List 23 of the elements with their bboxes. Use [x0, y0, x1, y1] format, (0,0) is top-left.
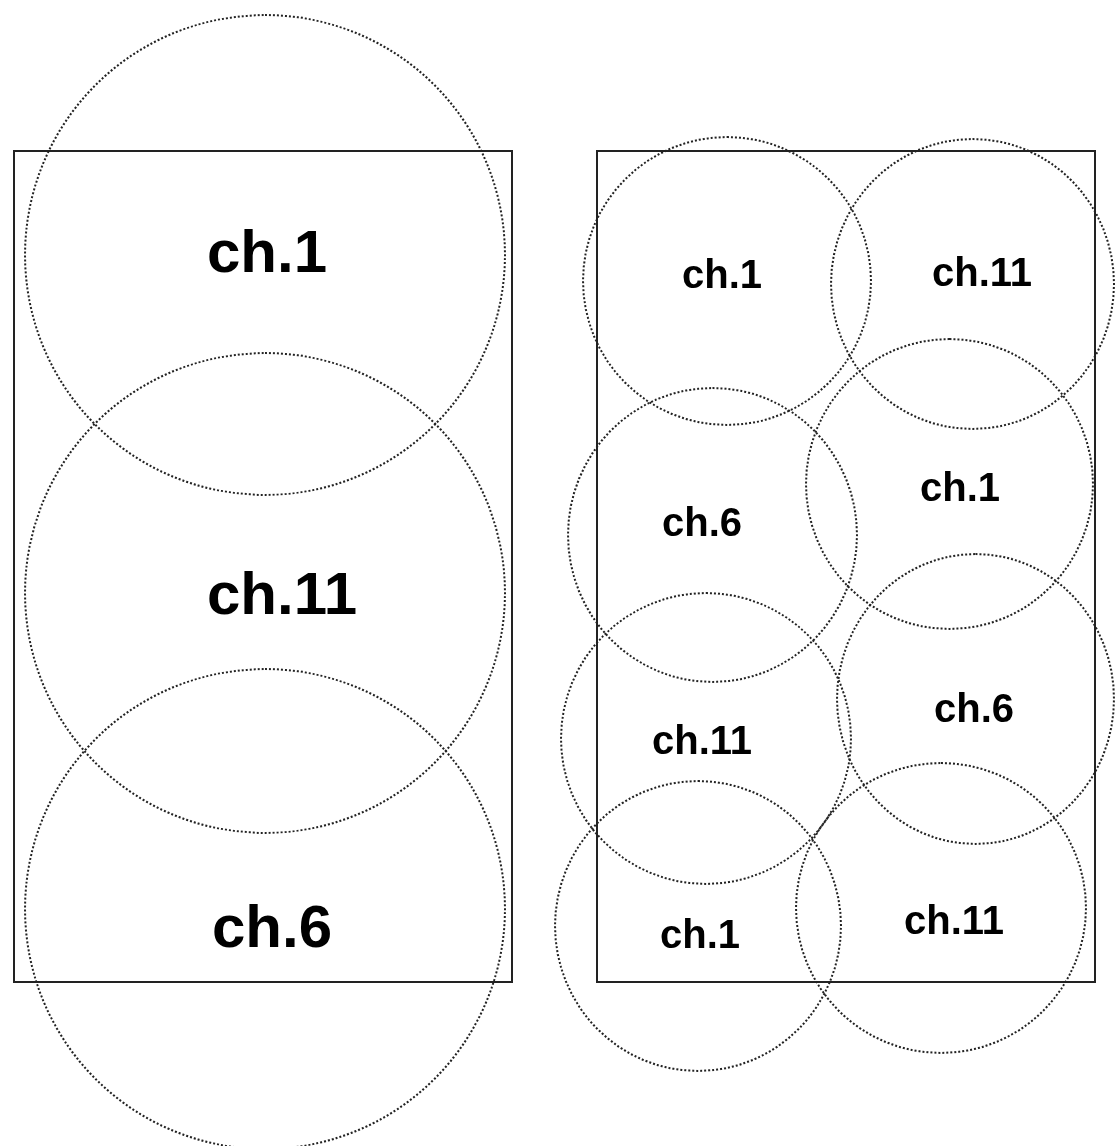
channel-circle [805, 338, 1094, 630]
channel-label: ch.1 [206, 222, 328, 282]
frame-rectangle [13, 150, 513, 983]
channel-circle [24, 668, 506, 1146]
channel-label: ch.6 [934, 688, 1014, 728]
channel-circle [582, 136, 872, 426]
channel-circle [560, 592, 852, 885]
channel-label: ch.11 [651, 720, 753, 760]
channel-label: ch.11 [931, 252, 1033, 292]
channel-label: ch.11 [206, 564, 358, 624]
channel-label: ch.1 [660, 914, 740, 954]
channel-circle [554, 780, 842, 1072]
channel-circle [567, 387, 858, 683]
channel-label: ch.1 [920, 467, 1000, 507]
channel-label: ch.6 [211, 897, 333, 957]
channel-circle [24, 352, 506, 834]
channel-circle [836, 553, 1115, 845]
channel-circle [830, 138, 1115, 430]
channel-label: ch.1 [682, 254, 762, 294]
channel-label: ch.6 [662, 502, 742, 542]
channel-circle [795, 762, 1087, 1054]
channel-label: ch.11 [903, 900, 1005, 940]
channel-circle [24, 14, 506, 496]
